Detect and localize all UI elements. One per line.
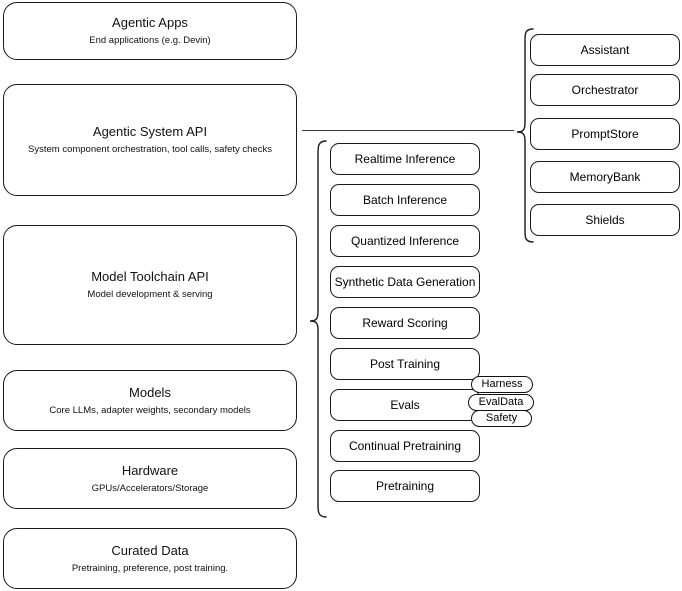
component-batch-inference[interactable]: Batch Inference [330,184,480,216]
capsule-label: Harness [481,378,523,390]
capsule-label: Safety [485,412,518,424]
system-component-promptstore[interactable]: PromptStore [530,118,680,150]
system-component-shields[interactable]: Shields [530,204,680,236]
layer-curated-data[interactable]: Curated Data Pretraining, preference, po… [3,528,297,589]
component-label: Post Training [369,356,441,371]
component-label: Orchestrator [571,82,639,97]
component-label: Continual Pretraining [348,438,462,453]
system-component-orchestrator[interactable]: Orchestrator [530,74,680,106]
layer-subtitle: Model development & serving [87,289,213,300]
layer-subtitle: System component orchestration, tool cal… [28,144,272,155]
component-reward-scoring[interactable]: Reward Scoring [330,307,480,339]
component-label: PromptStore [571,126,639,141]
evals-subcomponent-evaldata[interactable]: EvalData [468,394,534,411]
component-label: Evals [390,397,420,412]
layer-models[interactable]: Models Core LLMs, adapter weights, secon… [3,370,297,431]
layer-title: Curated Data [111,542,189,558]
layer-title: Hardware [121,462,179,478]
component-label: Quantized Inference [350,233,460,248]
component-evals[interactable]: Evals [330,389,480,421]
layer-subtitle: Pretraining, preference, post training. [71,562,229,574]
component-label: MemoryBank [569,169,641,184]
brace-toolchain-components [305,140,327,518]
layer-agentic-apps[interactable]: Agentic Apps End applications (e.g. Devi… [3,2,297,60]
layer-subtitle: Core LLMs, adapter weights, secondary mo… [49,404,251,416]
layer-title: Models [129,384,171,400]
component-label: Batch Inference [362,192,448,207]
component-label: Synthetic Data Generation [334,274,476,289]
capsule-label: EvalData [478,396,524,408]
connector-system-api-to-components [302,129,514,131]
component-label: Assistant [580,42,630,57]
evals-subcomponent-safety[interactable]: Safety [471,410,532,427]
layer-model-toolchain-api[interactable]: Model Toolchain API Model development & … [3,225,297,345]
layer-hardware[interactable]: Hardware GPUs/Accelerators/Storage [3,448,297,509]
brace-system-components [512,28,534,244]
layer-subtitle: End applications (e.g. Devin) [89,35,211,46]
component-post-training[interactable]: Post Training [330,348,480,380]
layer-title: Agentic System API [92,124,208,139]
evals-subcomponent-harness[interactable]: Harness [471,376,533,393]
layer-subtitle: GPUs/Accelerators/Storage [91,482,209,494]
layer-title: Agentic Apps [112,15,188,30]
system-component-memorybank[interactable]: MemoryBank [530,161,680,193]
component-pretraining[interactable]: Pretraining [330,470,480,502]
component-continual-pretraining[interactable]: Continual Pretraining [330,430,480,462]
component-label: Shields [585,212,625,227]
component-label: Realtime Inference [354,151,456,166]
component-label: Pretraining [375,478,435,493]
component-quantized-inference[interactable]: Quantized Inference [330,225,480,257]
component-label: Reward Scoring [362,315,448,330]
component-realtime-inference[interactable]: Realtime Inference [330,143,480,175]
layer-agentic-system-api[interactable]: Agentic System API System component orch… [3,84,297,196]
system-component-assistant[interactable]: Assistant [530,34,680,66]
layer-title: Model Toolchain API [91,269,209,284]
component-synthetic-data-generation[interactable]: Synthetic Data Generation [330,266,480,298]
